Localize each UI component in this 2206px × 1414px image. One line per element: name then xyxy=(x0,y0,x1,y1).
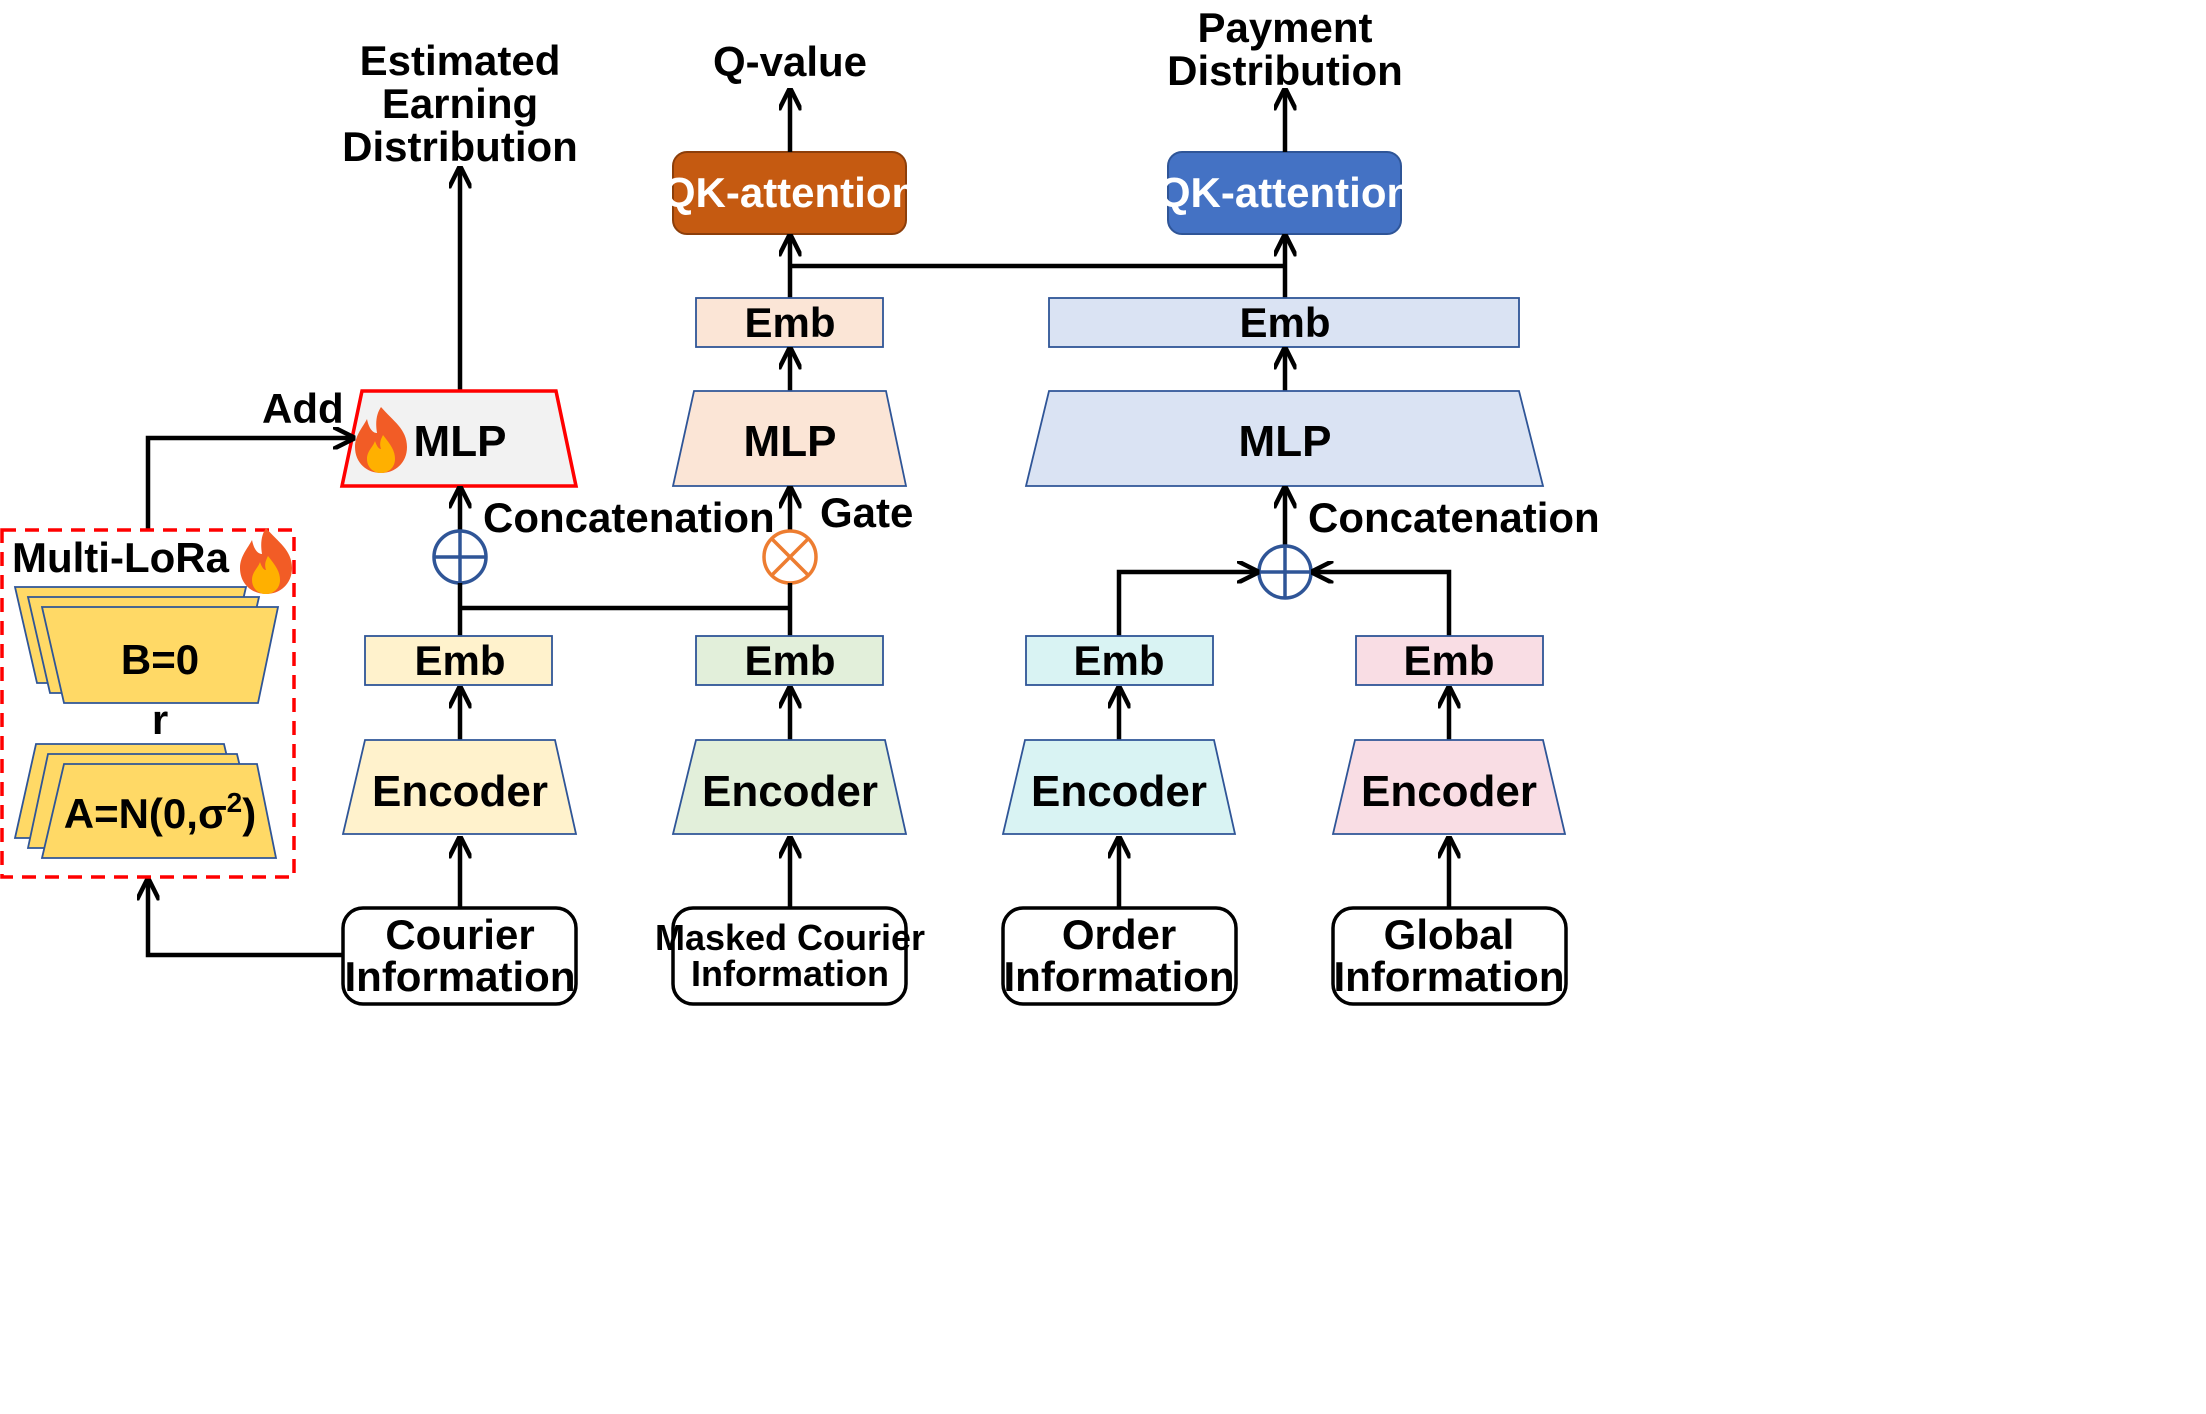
masked-courier-line1: Masked Courier xyxy=(655,917,925,958)
mlp-lavender-box xyxy=(1024,390,1545,487)
encoder-green-box xyxy=(671,739,908,835)
concatenation-right-label: Concatenation xyxy=(1308,494,1600,541)
order-info-box xyxy=(1001,906,1238,1006)
earning-output-label: Estimated Earning Distribution xyxy=(342,37,578,170)
mlp-peach-label: MLP xyxy=(744,417,837,466)
emb-yellow-label: Emb xyxy=(414,637,505,684)
mlp-peach-box xyxy=(671,390,908,487)
q-value-label: Q-value xyxy=(713,38,867,85)
emb-pink-box xyxy=(1355,635,1544,686)
mlp-lavender-label: MLP xyxy=(1239,417,1332,466)
earning-label-line1: Estimated xyxy=(360,37,561,84)
order-info-line2: Information xyxy=(1004,953,1235,1000)
emb-green-box xyxy=(695,635,884,686)
qk-attention-right-label: QK-attention xyxy=(1158,169,1412,216)
emb-lavender-box xyxy=(1048,297,1520,348)
lora-b-stack xyxy=(13,586,280,704)
emb-cyan-label: Emb xyxy=(1073,637,1164,684)
encoder-cyan-label: Encoder xyxy=(1031,767,1207,816)
multi-lora-container xyxy=(0,528,296,879)
emb-peach-label: Emb xyxy=(744,299,835,346)
multi-lora-title: Multi-LoRa xyxy=(12,534,230,581)
emb-peach-box xyxy=(695,297,884,348)
masked-courier-line2: Information xyxy=(691,953,889,994)
global-info-line2: Information xyxy=(1334,953,1565,1000)
emb-yellow-box xyxy=(364,635,553,686)
emb-cyan-box xyxy=(1025,635,1214,686)
emb-green-label: Emb xyxy=(744,637,835,684)
courier-info-line2: Information xyxy=(345,953,576,1000)
arrow-lora-add-to-mlp xyxy=(145,438,353,530)
global-info-box xyxy=(1331,906,1568,1006)
gate-label: Gate xyxy=(820,489,913,536)
lora-a-stack xyxy=(13,743,278,859)
add-label: Add xyxy=(262,385,344,432)
payment-output-label: Payment Distribution xyxy=(1167,4,1403,94)
concatenation-right-op xyxy=(1257,544,1313,600)
qk-attention-left-label: QK-attention xyxy=(663,169,917,216)
earning-label-line3: Distribution xyxy=(342,123,578,170)
payment-label-line1: Payment xyxy=(1197,4,1372,51)
masked-courier-info-box xyxy=(671,906,908,1006)
encoder-cyan-box xyxy=(1001,739,1237,835)
global-info-line1: Global xyxy=(1384,911,1515,958)
courier-info-line1: Courier xyxy=(385,911,534,958)
encoder-pink-label: Encoder xyxy=(1361,767,1537,816)
gate-op xyxy=(762,529,818,585)
lora-a-label: A=N(0,σ2) xyxy=(64,787,257,837)
mlp-finetune-label: MLP xyxy=(414,417,507,466)
arrow-global-emb-to-concat xyxy=(1313,572,1452,636)
arrow-courier-to-lora xyxy=(148,880,343,958)
concatenation-left-op xyxy=(432,529,488,585)
concatenation-left-label: Concatenation xyxy=(483,494,775,541)
order-info-line1: Order xyxy=(1062,911,1176,958)
emb-pink-label: Emb xyxy=(1403,637,1494,684)
emb-lavender-label: Emb xyxy=(1239,299,1330,346)
earning-label-line2: Earning xyxy=(382,80,538,127)
lora-b-label: B=0 xyxy=(121,636,199,683)
payment-label-line2: Distribution xyxy=(1167,47,1403,94)
lora-rank-label: r xyxy=(152,696,168,743)
arrow-order-emb-to-concat xyxy=(1116,572,1257,636)
fire-icon xyxy=(240,528,292,594)
encoder-pink-box xyxy=(1331,739,1567,835)
encoder-yellow-box xyxy=(341,739,578,835)
encoder-yellow-label: Encoder xyxy=(372,767,548,816)
encoder-green-label: Encoder xyxy=(702,767,878,816)
